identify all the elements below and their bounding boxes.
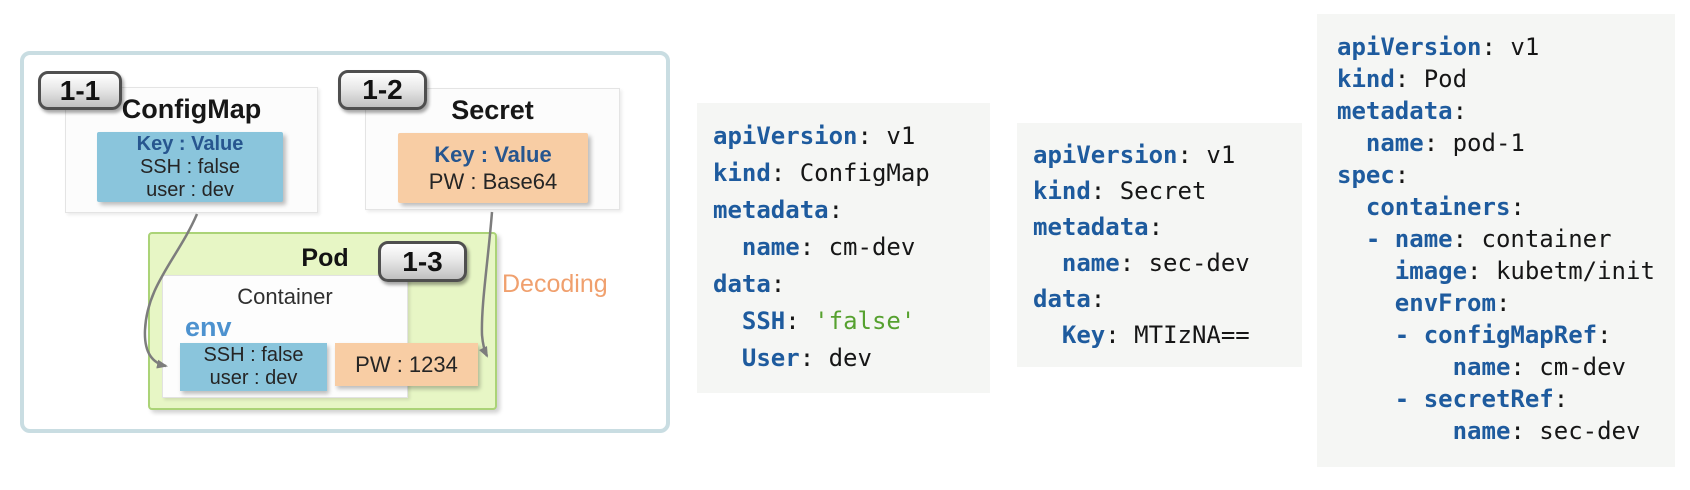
secret-title: Secret <box>451 95 534 125</box>
container-label: Container <box>237 284 333 309</box>
step-badge-1-1: 1-1 <box>38 71 122 110</box>
env-row: user : dev <box>209 367 298 389</box>
secret-kv-header: Key : Value <box>434 142 552 167</box>
env-row: SSH : false <box>203 344 304 366</box>
configmap-kv-header: Key : Value <box>136 132 244 155</box>
configmap-kv-row: SSH : false <box>139 155 241 178</box>
secret-keyvalue-box: Key : Value PW : Base64 <box>398 133 588 203</box>
pod-title: Pod <box>301 244 349 272</box>
configmap-title: ConfigMap <box>121 94 262 124</box>
decoding-label: Decoding <box>502 270 608 298</box>
pw-decoded-box: PW : 1234 <box>335 343 478 386</box>
env-values-box: SSH : false user : dev <box>180 343 327 391</box>
configmap-keyvalue-box: Key : Value SSH : false user : dev <box>97 132 283 202</box>
configmap-kv-row: user : dev <box>146 178 234 201</box>
step-badge-1-3: 1-3 <box>378 241 467 282</box>
env-label: env <box>185 312 232 342</box>
secret-kv-row: PW : Base64 <box>428 169 558 194</box>
step-badge-1-2: 1-2 <box>338 70 427 110</box>
